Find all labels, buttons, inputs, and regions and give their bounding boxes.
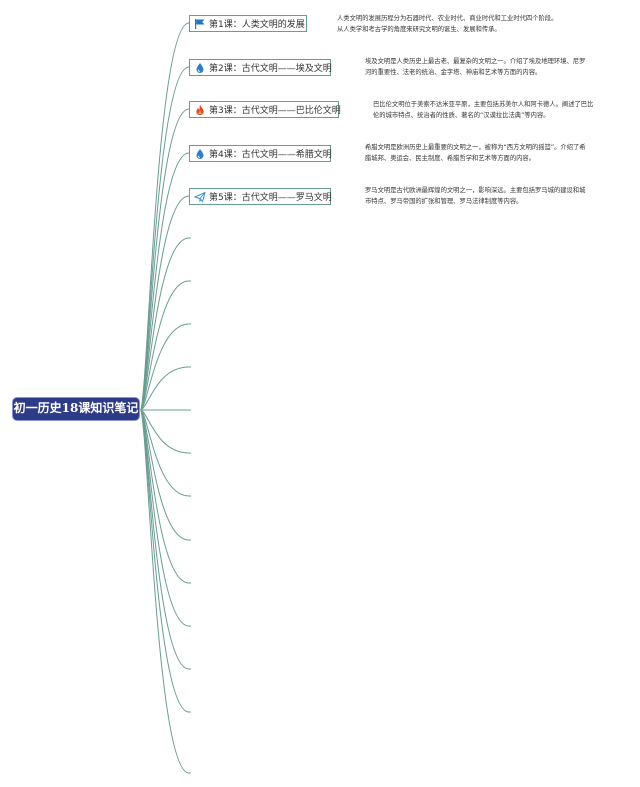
topic-label: 第2课：古代文明——埃及文明	[209, 64, 332, 74]
topic-note: 希腊文明是欧洲历史上最重要的文明之一，被称为“西方文明的摇篮”。介绍了希 腊城邦…	[365, 144, 586, 162]
droplet-icon	[194, 148, 206, 160]
branch-line	[140, 409, 190, 627]
topic-label: 第5课：古代文明——罗马文明	[209, 193, 332, 203]
branch-line	[140, 409, 190, 497]
topic-4[interactable]: 第4课：古代文明——希腊文明	[189, 145, 332, 162]
branch-line	[140, 409, 190, 713]
topic-note: 埃及文明是人类历史上最古老、最复杂的文明之一。介绍了埃及地理环境、尼罗 河的重要…	[365, 58, 586, 76]
topic-label: 第4课：古代文明——希腊文明	[209, 150, 332, 160]
droplet-icon	[194, 62, 206, 74]
topic-1[interactable]: 第1课：人类文明的发展	[189, 15, 307, 32]
branch-line	[140, 323, 190, 411]
branch-line	[140, 108, 190, 411]
topic-note: 人类文明的发展历程分为石器时代、农业时代、商业时代和工业时代四个阶段。 从人类学…	[337, 15, 558, 33]
branch-line	[140, 409, 190, 584]
topic-3[interactable]: 第3课：古代文明——巴比伦文明	[189, 101, 341, 118]
paper-plane-icon	[194, 191, 206, 203]
topic-note: 巴比伦文明位于美索不达米亚平原，主要包括苏美尔人和阿卡德人。阐述了巴比 伦的城市…	[373, 101, 594, 119]
branch-line	[140, 237, 190, 411]
topic-5[interactable]: 第5课：古代文明——罗马文明	[189, 188, 332, 205]
fire-icon	[194, 104, 206, 116]
topic-2[interactable]: 第2课：古代文明——埃及文明	[189, 59, 332, 76]
branch-line	[140, 409, 190, 454]
root-topic[interactable]: 初一历史18课知识笔记	[12, 397, 140, 421]
topic-label: 第1课：人类文明的发展	[209, 20, 305, 30]
topic-note: 罗马文明是古代欧洲最辉煌的文明之一，影响深远。主要包括罗马城的建设和城 市特点、…	[365, 187, 586, 205]
flag-icon	[194, 18, 206, 30]
branch-line	[140, 409, 190, 774]
topic-label: 第3课：古代文明——巴比伦文明	[209, 106, 341, 116]
branch-line	[140, 366, 190, 411]
branch-line	[140, 409, 190, 541]
branch-line	[140, 280, 190, 411]
